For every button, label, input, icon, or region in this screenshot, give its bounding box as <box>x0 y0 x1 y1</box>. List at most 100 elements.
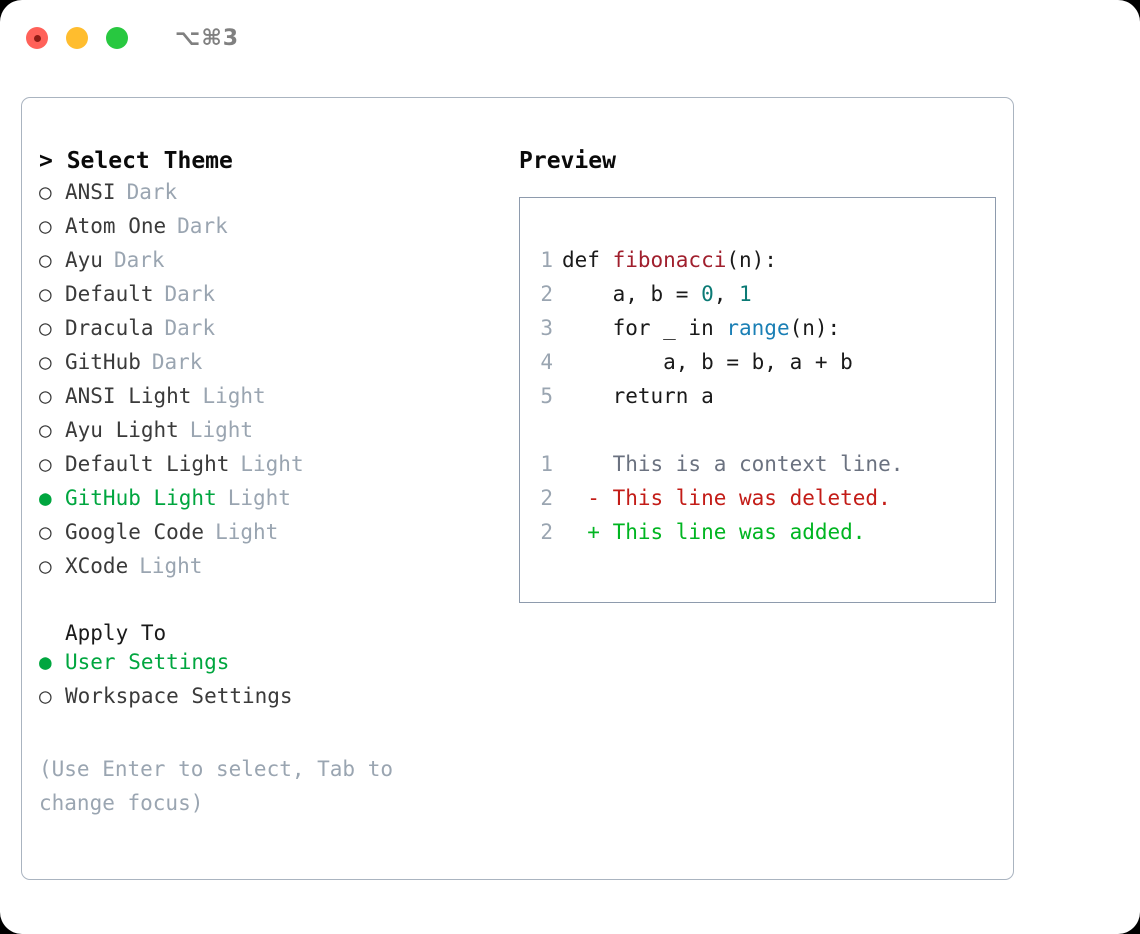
theme-variant-tag: Dark <box>126 180 178 204</box>
theme-option-label: ANSI Light <box>65 384 192 408</box>
theme-option-label: Ayu Light <box>65 418 179 442</box>
theme-option[interactable]: ○ Atom One Dark <box>39 214 509 248</box>
zoom-button[interactable] <box>106 27 128 49</box>
radio-empty-icon: ○ <box>39 684 52 708</box>
diff-line: 2 - This line was deleted. <box>538 481 995 515</box>
diff-line-number: 1 <box>540 452 553 476</box>
keyboard-hint: (Use Enter to select, Tab to change focu… <box>39 757 406 815</box>
diff-sample: 1 This is a context line.2 - This line w… <box>538 447 995 549</box>
theme-option-label: Default <box>65 282 154 306</box>
code-line: 3 for _ in range(n): <box>538 311 995 345</box>
code-token-plain: (n): <box>726 248 777 272</box>
code-line-text: return a <box>562 379 714 413</box>
keyboard-shortcut-label: ⌥⌘3 <box>175 25 240 51</box>
code-line-number: 2 <box>540 282 553 306</box>
close-button[interactable] <box>26 27 48 49</box>
theme-option-label: Ayu <box>65 248 103 272</box>
theme-variant-tag: Dark <box>177 214 228 238</box>
diff-line-text: - This line was deleted. <box>562 486 891 510</box>
code-line-text: for _ in range(n): <box>562 311 841 345</box>
preview-heading: Preview <box>519 148 616 174</box>
code-line-text: a, b = b, a + b <box>562 345 853 379</box>
theme-variant-tag: Dark <box>113 248 165 272</box>
theme-option[interactable]: ○ GitHub Dark <box>39 350 509 384</box>
radio-empty-icon: ○ <box>39 554 52 578</box>
code-token-plain: for _ in <box>562 316 727 340</box>
radio-empty-icon: ○ <box>39 180 52 204</box>
code-line: 2 a, b = 0, 1 <box>538 277 995 311</box>
theme-variant-tag: Light <box>240 452 304 476</box>
theme-variant-tag: Dark <box>164 316 216 340</box>
theme-variant-tag: Dark <box>151 350 203 374</box>
radio-empty-icon: ○ <box>39 418 52 442</box>
code-token-plain: (n): <box>789 316 841 340</box>
code-token-func: fibonacci <box>612 248 727 272</box>
diff-line-text: + This line was added. <box>562 520 866 544</box>
theme-option-label: Default Light <box>65 452 230 476</box>
theme-variant-tag: Light <box>139 554 203 578</box>
code-token-plain: a, b = <box>562 282 702 306</box>
theme-option[interactable]: ○ Google Code Light <box>39 520 509 554</box>
theme-option-label: GitHub Light <box>65 486 217 510</box>
theme-option-label: Google Code <box>65 520 205 544</box>
window-controls <box>26 27 128 49</box>
apply-to-list[interactable]: ●User Settings○ Workspace Settings <box>39 650 509 718</box>
theme-variant-tag: Light <box>189 418 254 442</box>
theme-variant-tag: Light <box>215 520 279 544</box>
apply-to-option-label: Workspace Settings <box>65 684 293 708</box>
code-line: 5 return a <box>538 379 995 413</box>
radio-empty-icon: ○ <box>39 316 52 340</box>
radio-selected-icon: ● <box>39 650 52 674</box>
code-line-number: 1 <box>540 248 553 272</box>
diff-line-number: 2 <box>540 486 553 510</box>
code-token-call: range <box>726 316 790 340</box>
theme-option-label: XCode <box>65 554 129 578</box>
apply-to-option[interactable]: ○ Workspace Settings <box>39 684 509 718</box>
theme-option-label: Atom One <box>65 214 167 238</box>
theme-option-label: Dracula <box>65 316 154 340</box>
code-line-number: 5 <box>540 384 553 408</box>
radio-empty-icon: ○ <box>39 452 52 476</box>
apply-to-option[interactable]: ●User Settings <box>39 650 509 684</box>
theme-option[interactable]: ○ XCode Light <box>39 554 509 588</box>
minimize-button[interactable] <box>66 27 88 49</box>
code-line-number: 4 <box>540 350 553 374</box>
diff-line-number: 2 <box>540 520 553 544</box>
select-theme-heading: > Select Theme <box>39 148 233 174</box>
theme-option[interactable]: ○ ANSI Dark <box>39 180 509 214</box>
theme-option[interactable]: ○ Default Light Light <box>39 452 509 486</box>
radio-empty-icon: ○ <box>39 520 52 544</box>
code-line-text: a, b = 0, 1 <box>562 277 752 311</box>
radio-selected-icon: ● <box>39 486 52 510</box>
code-line-text: def fibonacci(n): <box>562 243 777 277</box>
theme-option[interactable]: ○ Dracula Dark <box>39 316 509 350</box>
theme-option[interactable]: ○ Ayu Dark <box>39 248 509 282</box>
theme-option[interactable]: ● GitHub Light Light <box>39 486 509 520</box>
theme-option[interactable]: ○ Ayu Light Light <box>39 418 509 452</box>
radio-empty-icon: ○ <box>39 350 52 374</box>
code-token-plain: a, b = b, a + b <box>562 350 853 374</box>
radio-empty-icon: ○ <box>39 248 52 272</box>
theme-variant-tag: Light <box>227 486 291 510</box>
code-token-num: 1 <box>739 282 752 306</box>
radio-empty-icon: ○ <box>39 282 52 306</box>
code-token-num: 0 <box>701 282 714 306</box>
theme-option-label: GitHub <box>65 350 141 374</box>
title-bar: ⌥⌘3 <box>0 0 1140 76</box>
diff-line: 1 This is a context line. <box>538 447 995 481</box>
code-token-plain: return a <box>562 384 714 408</box>
theme-variant-tag: Light <box>202 384 266 408</box>
theme-option-label: ANSI <box>65 180 116 204</box>
code-line: 4 a, b = b, a + b <box>538 345 995 379</box>
code-token-plain: def <box>562 248 613 272</box>
radio-empty-icon: ○ <box>39 214 52 238</box>
apply-to-label: Apply To <box>65 621 167 645</box>
